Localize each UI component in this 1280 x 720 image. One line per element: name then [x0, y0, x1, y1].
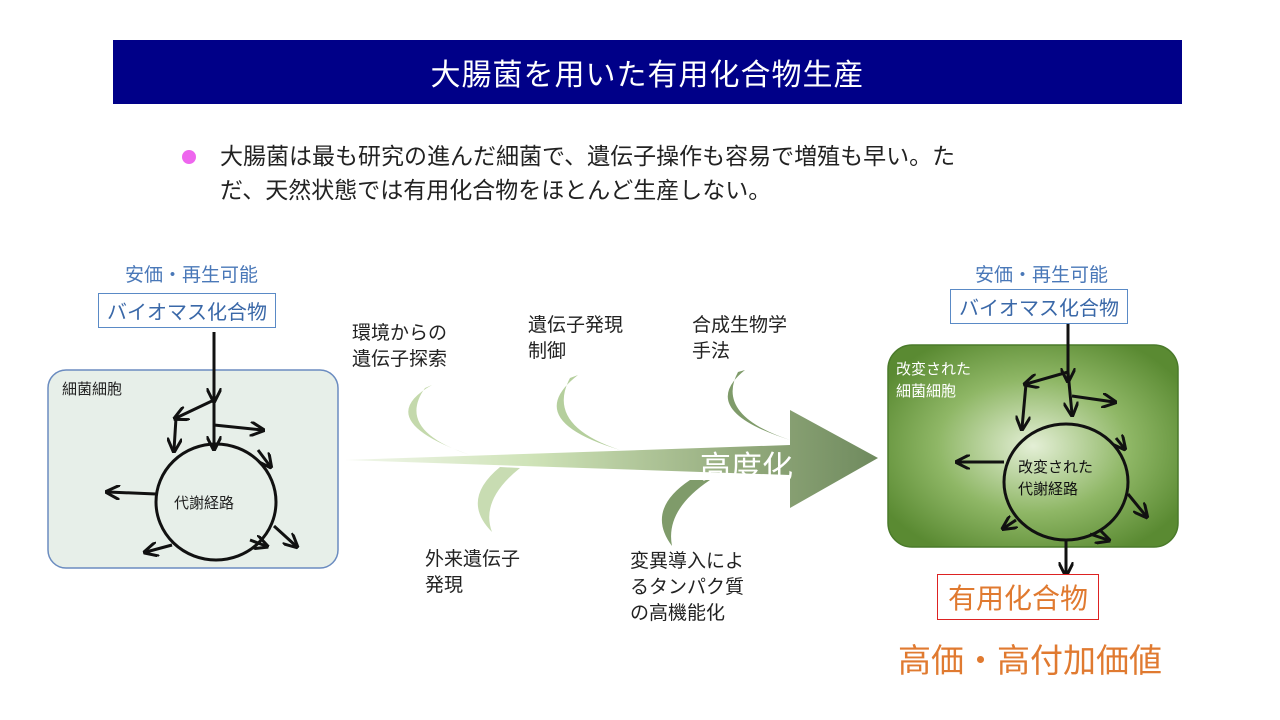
left-cell-label: 細菌細胞 — [62, 380, 123, 398]
product-note: 高価・高付加価値 — [898, 641, 1162, 680]
technique-synthetic-biology: 合成生物学 手法 — [692, 314, 788, 362]
right-note: 安価・再生可能 — [975, 264, 1109, 286]
swoosh-4 — [477, 467, 520, 532]
right-pathway — [958, 322, 1146, 574]
left-pathway-circle — [154, 442, 278, 562]
technique-gene-search: 環境からの 遺伝子探索 — [352, 322, 448, 370]
right-pathway-label: 改変された 代謝経路 — [1018, 458, 1094, 498]
technique-expression-control: 遺伝子発現 制御 — [528, 314, 624, 362]
title-bar: 大腸菌を用いた有用化合物生産 — [113, 40, 1182, 104]
bullet-point: 大腸菌は最も研究の進んだ細菌で、遺伝子操作も容易で増殖も早い。た だ、天然状態で… — [182, 140, 1082, 208]
left-cell-box — [47, 369, 339, 569]
left-pathway-label: 代謝経路 — [174, 494, 235, 512]
swoosh-1 — [408, 385, 470, 455]
technique-mutagenesis: 変異導入によ るタンパク質 の高機能化 — [630, 550, 745, 624]
arrow-label: 高度化 — [700, 450, 793, 486]
technique-foreign-gene: 外来遺伝子 発現 — [425, 548, 521, 596]
enhancement-arrow — [345, 410, 878, 508]
bullet-line-2: だ、天然状態では有用化合物をほとんど生産しない。 — [220, 178, 772, 204]
technique-swooshes — [408, 370, 790, 546]
swoosh-2 — [556, 375, 620, 450]
bullet-text: 大腸菌は最も研究の進んだ細菌で、遺伝子操作も容易で増殖も早い。た だ、天然状態で… — [220, 140, 1082, 208]
bullet-dot-icon — [182, 150, 196, 164]
swoosh-5 — [661, 480, 710, 546]
left-note: 安価・再生可能 — [125, 264, 259, 286]
left-biomass-box: バイオマス化合物 — [98, 293, 276, 328]
left-pathway — [108, 332, 296, 562]
slide-title: 大腸菌を用いた有用化合物生産 — [430, 58, 865, 93]
swoosh-3 — [727, 370, 790, 440]
product-box: 有用化合物 — [937, 574, 1100, 620]
right-cell-label: 改変された 細菌細胞 — [896, 360, 972, 400]
right-biomass-box: バイオマス化合物 — [950, 289, 1128, 324]
bullet-line-1: 大腸菌は最も研究の進んだ細菌で、遺伝子操作も容易で増殖も早い。た — [220, 144, 956, 170]
